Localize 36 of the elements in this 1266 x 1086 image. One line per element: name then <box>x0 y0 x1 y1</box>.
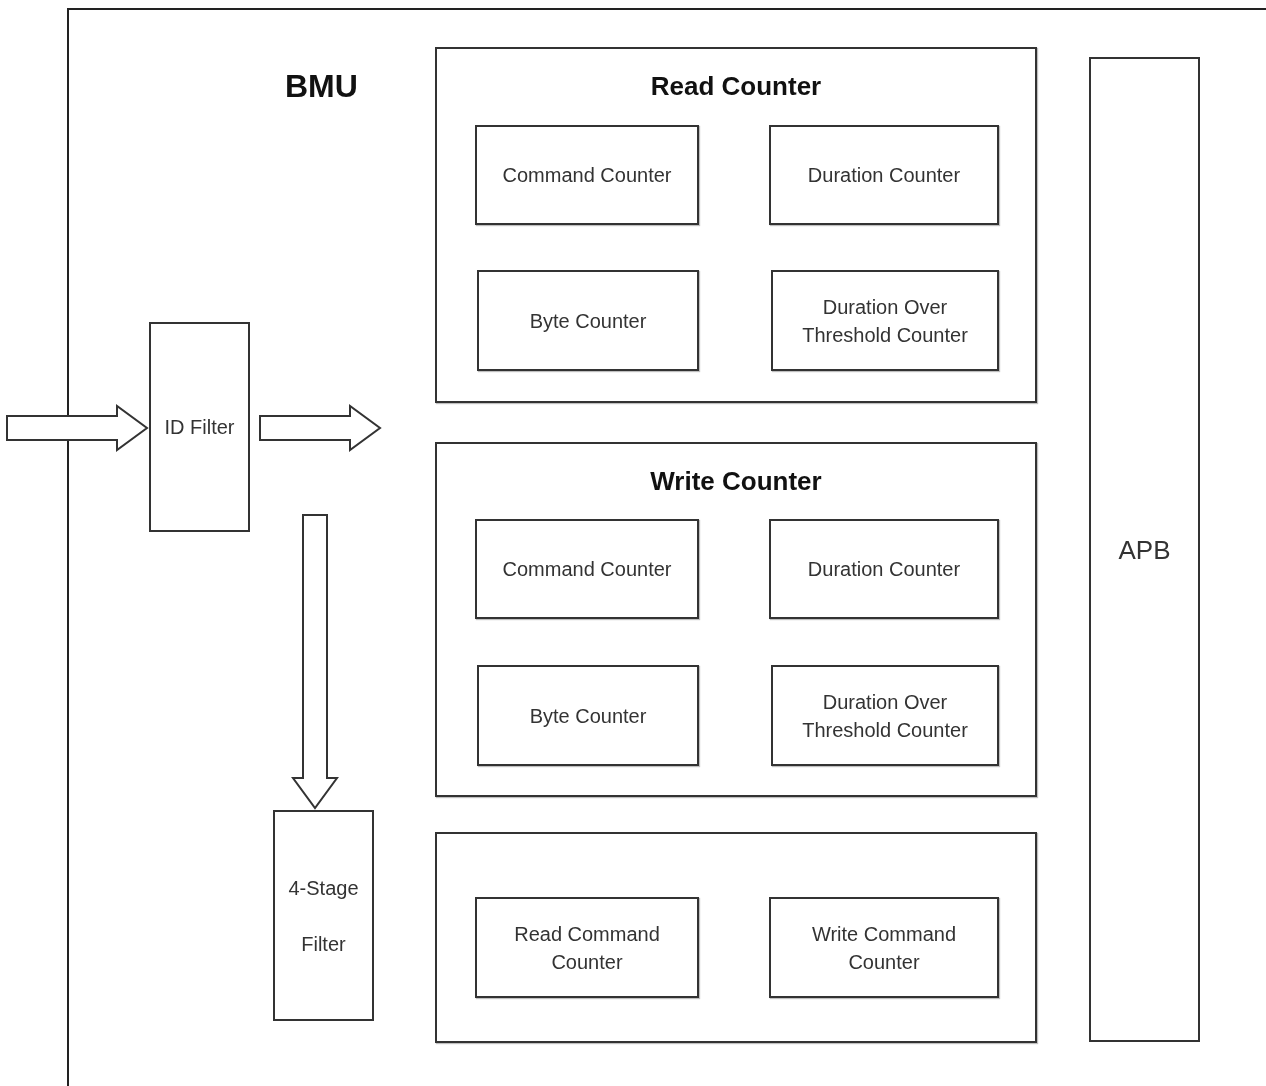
group-title: Read Counter <box>649 71 823 102</box>
block-label: Byte Counter <box>528 308 648 334</box>
counter-box <box>477 665 699 766</box>
counter-box <box>771 665 999 766</box>
block-arrow <box>291 514 339 810</box>
counter-box <box>769 897 999 998</box>
counter-box <box>475 897 699 998</box>
block-label: Duration Counter <box>806 557 962 582</box>
filter-box <box>149 322 250 532</box>
counter-box <box>475 125 699 225</box>
block-label: Duration Over Threshold Counter <box>801 689 969 743</box>
module-box <box>67 8 1266 1086</box>
counter-box <box>477 270 699 371</box>
counter-box <box>771 270 999 371</box>
bus-box <box>1089 57 1200 1042</box>
counter-box <box>475 519 699 619</box>
block-arrow <box>259 404 382 452</box>
block-label: 4-Stage Filter <box>287 875 360 957</box>
counter-group-box <box>435 47 1037 403</box>
block-label: Byte Counter <box>528 703 648 729</box>
block-arrow <box>6 404 149 452</box>
counter-group-box <box>435 442 1037 797</box>
block-label: Duration Over Threshold Counter <box>801 294 969 348</box>
module-title: BMU <box>285 68 358 105</box>
group-title: Write Counter <box>649 466 823 497</box>
counter-box <box>769 125 999 225</box>
block-label: Read Command Counter <box>513 921 661 975</box>
block-label: Duration Counter <box>806 163 962 188</box>
block-label: Command Counter <box>501 163 673 188</box>
box <box>435 832 1037 1043</box>
filter-box <box>273 810 374 1021</box>
block-label: Command Counter <box>501 557 673 582</box>
block-label: ID Filter <box>163 415 236 440</box>
counter-box <box>769 519 999 619</box>
block-label: APB <box>1117 535 1172 564</box>
block-label: Write Command Counter <box>810 921 958 975</box>
